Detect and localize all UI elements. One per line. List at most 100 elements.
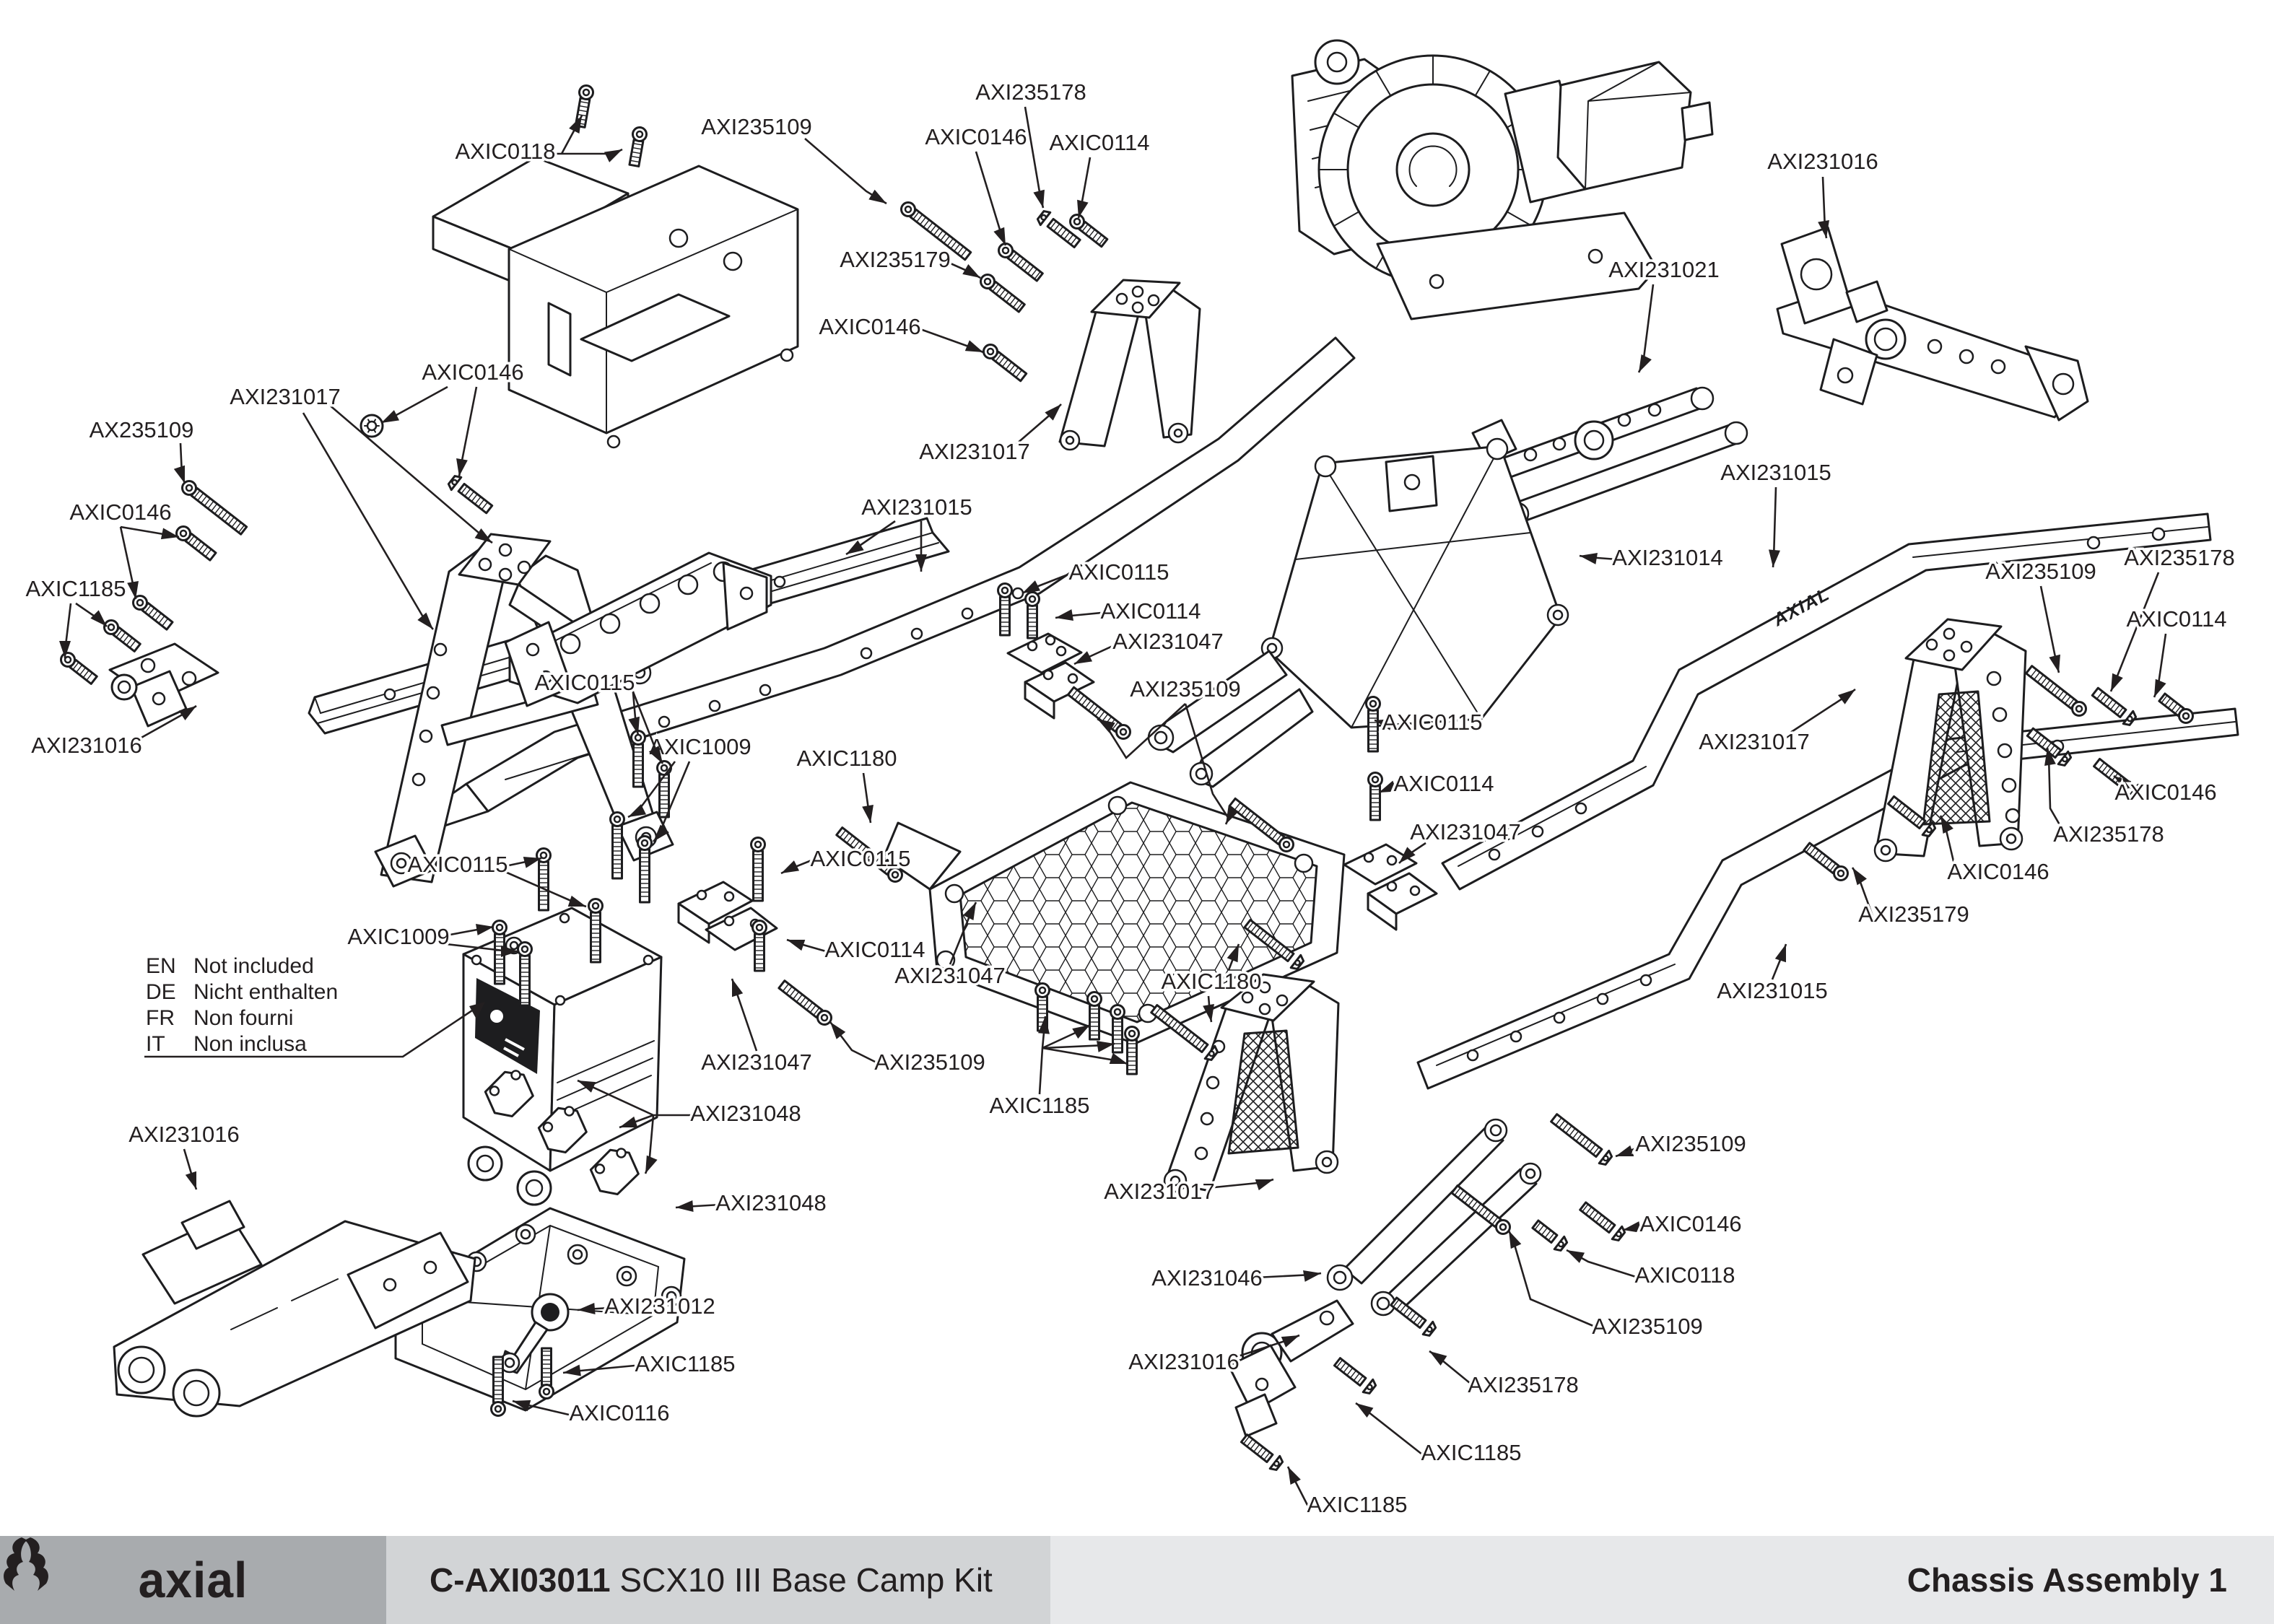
arrowhead-icon	[868, 189, 886, 204]
screw-icon	[1086, 991, 1102, 1041]
arrowhead-icon	[1077, 199, 1089, 218]
part-chassis-rail-right-lower	[1416, 707, 2239, 1090]
screw-icon	[628, 126, 648, 167]
arrowhead-icon	[1255, 1179, 1273, 1191]
part-label: AXI235109	[1635, 1131, 1746, 1156]
part-label: AXI235109	[1592, 1314, 1702, 1339]
part-label: AXIC0114	[824, 937, 925, 962]
part-label: AXIC0115	[1068, 559, 1169, 585]
part-receiver-box	[432, 156, 799, 449]
part-label: AXI231047	[1112, 629, 1223, 654]
arrowhead-icon	[578, 1303, 596, 1314]
part-label: AXI231014	[1612, 545, 1722, 570]
screw-icon	[492, 920, 507, 985]
part-label: AXIC0146	[819, 314, 920, 339]
part-servo	[462, 907, 663, 1206]
part-label: AXI235178	[1468, 1372, 1578, 1397]
arrowhead-icon	[846, 540, 864, 554]
arrowhead-icon	[2111, 673, 2123, 691]
screw-icon	[517, 941, 533, 1007]
screw-icon	[998, 243, 1044, 282]
screw-icon	[1243, 919, 1305, 970]
part-label: AXI231047	[701, 1049, 811, 1075]
part-label: AXIC0116	[569, 1400, 669, 1426]
arrowhead-icon	[469, 1002, 485, 1019]
footer-title-block: C-AXI03011 SCX10 III Base Camp Kit	[386, 1536, 1050, 1624]
part-label: AXIC1009	[347, 924, 449, 949]
arrowhead-icon	[2044, 748, 2056, 766]
footer-bar: axial C-AXI03011 SCX10 III Base Camp Kit…	[0, 1536, 2274, 1624]
axial-logo: axial	[4, 1537, 248, 1608]
arrowhead-icon	[962, 263, 980, 278]
arrowhead-icon	[2114, 776, 2132, 791]
screw-icon	[980, 274, 1026, 313]
arrowhead-icon	[1226, 806, 1239, 824]
part-label: AXIC1185	[989, 1093, 1089, 1118]
part-label: AXI231016	[1767, 149, 1878, 174]
screw-icon	[609, 811, 625, 880]
screw-icon	[2091, 686, 2138, 726]
arrowhead-icon	[501, 946, 518, 957]
kit-name: SCX10 III Base Camp Kit	[610, 1561, 993, 1599]
part-label: AXIC1185	[1421, 1440, 1521, 1465]
arrowhead-icon	[787, 940, 806, 951]
arrowhead-icon	[676, 1200, 694, 1212]
arrowhead-icon	[127, 581, 139, 599]
screw-icon	[1365, 696, 1381, 753]
screw-icon	[447, 475, 494, 515]
screw-icon	[1069, 214, 1109, 248]
footer-page-block: Chassis Assembly 1	[1050, 1536, 2274, 1624]
arrowhead-icon	[628, 804, 647, 817]
screw-icon	[1110, 1004, 1125, 1054]
arrowhead-icon	[1097, 719, 1115, 733]
part-label: AXIC0146	[1639, 1211, 1741, 1236]
part-label: AXI231016	[31, 733, 141, 758]
part-label: AXI235178	[975, 79, 1086, 105]
part-label: AXI231017	[919, 439, 1029, 464]
arrowhead-icon	[567, 895, 586, 907]
page-title: Chassis Assembly 1	[1907, 1561, 2227, 1599]
part-label: AXI231016	[128, 1122, 239, 1147]
part-chassis-brace	[504, 551, 772, 707]
screw-icon	[1803, 842, 1849, 881]
part-label: AXI235178	[2124, 545, 2234, 570]
part-label: AXIC1185	[25, 576, 126, 601]
screw-icon	[835, 826, 903, 883]
screw-icon	[1390, 1296, 1437, 1337]
arrowhead-icon	[2049, 654, 2060, 673]
part-label: AXIC0118	[455, 139, 555, 164]
screw-icon	[1036, 210, 1081, 249]
screw-icon	[983, 344, 1028, 383]
screw-icon	[1450, 1184, 1511, 1235]
arrowhead-icon	[619, 1116, 638, 1127]
arrowhead-icon	[1399, 847, 1416, 863]
arrowhead-icon	[1429, 1351, 1447, 1366]
part-label: AXI231015	[1720, 460, 1831, 485]
leader-line	[328, 403, 493, 544]
screw-icon	[2025, 665, 2087, 717]
screw-icon	[752, 920, 767, 972]
arrowhead-icon	[1379, 780, 1398, 793]
part-label: AXIC0146	[1947, 859, 2049, 884]
part-label: AXI231046	[1151, 1265, 1262, 1291]
part-rear-cage	[1147, 437, 1569, 788]
screw-icon	[1150, 1004, 1219, 1061]
part-chassis-rail-upper	[432, 336, 1356, 829]
part-shock-tower-right	[1873, 618, 2027, 863]
part-caster-blocks-right	[1343, 843, 1438, 931]
arrowhead-icon	[417, 612, 433, 629]
part-label: AXI231017	[1104, 1179, 1214, 1204]
leader-line	[2109, 572, 2160, 692]
screw-icon	[360, 414, 384, 438]
part-label: AXI235109	[1985, 559, 2096, 584]
arrowhead-icon	[476, 924, 494, 935]
note-leader-line	[144, 1006, 477, 1058]
arrowhead-icon	[1616, 1145, 1634, 1156]
screw-icon	[1228, 797, 1294, 852]
arrowhead-icon	[1774, 944, 1786, 963]
arrowhead-icon	[830, 1022, 846, 1039]
part-label: AXIC0114	[1049, 130, 1149, 155]
